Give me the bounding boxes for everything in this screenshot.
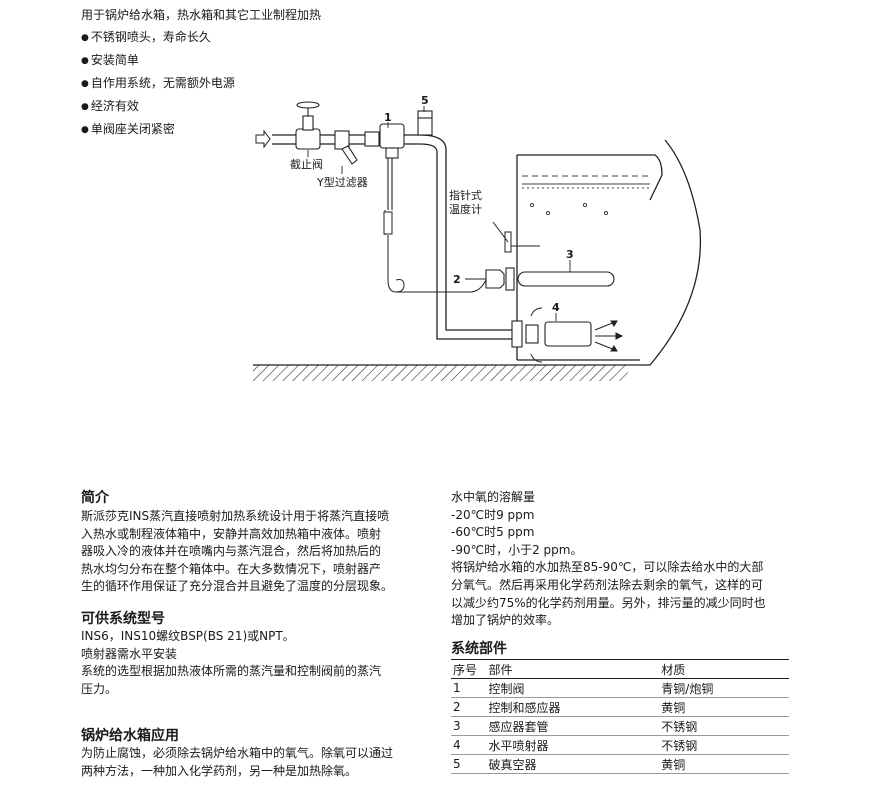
oxygen-line: 以减少约75%的化学药剂用量。另外，排污量的减少同时也 — [451, 595, 766, 610]
label-strainer: Y型过滤器 — [316, 175, 368, 189]
models-heading: 可供系统型号 — [81, 611, 165, 627]
oxygen-line: -60℃时5 ppm — [451, 525, 535, 540]
callout-3: 3 — [566, 248, 574, 261]
oxygen-line: 增加了锅炉的效率。 — [451, 613, 560, 628]
oxygen-line: -90℃时，小于2 ppm。 — [451, 542, 583, 557]
column-header-part: 部件 — [486, 659, 660, 679]
cell-part: 控制阀 — [486, 678, 660, 698]
control-valve — [364, 123, 405, 210]
callout-2: 2 — [453, 273, 461, 286]
injector — [511, 320, 592, 348]
cell-no: 2 — [451, 697, 487, 717]
cell-no: 1 — [451, 678, 487, 698]
table-row: 1 控制阀 青铜/炮铜 — [451, 678, 789, 698]
cell-material: 不锈钢 — [659, 716, 789, 736]
oxygen-line: 分氧气。然后再采用化学药剂法除去剩余的氧气，这样的可 — [451, 577, 764, 592]
table-row: 2 控制和感应器 黄铜 — [451, 697, 789, 717]
boiler-heading: 锅炉给水箱应用 — [81, 728, 179, 744]
feature-item: 安装简单 — [81, 50, 235, 73]
cell-material: 不锈钢 — [659, 735, 789, 755]
table-row: 4 水平喷射器 不锈钢 — [451, 735, 789, 755]
models-line: 喷射器需水平安装 — [81, 646, 178, 661]
feature-item: 自作用系统，无需额外电源 — [81, 73, 235, 96]
water-surface — [522, 175, 650, 189]
models-body: INS6，INS10螺纹BSP(BS 21)或NPT。 喷射器需水平安装 系统的… — [81, 628, 426, 698]
oxygen-line: 水中氧的溶解量 — [451, 490, 536, 504]
overview-heading: 简介 — [81, 490, 109, 506]
cell-material: 黄铜 — [659, 697, 789, 717]
floor-hatch — [253, 365, 628, 381]
overview-body: 斯派莎克INS蒸汽直接喷射加热系统设计用于将蒸汽直接喷 入热水或制程液体箱中，安… — [81, 508, 426, 596]
models-line: INS6，INS10螺纹BSP(BS 21)或NPT。 — [81, 629, 295, 643]
overview-line: 生的循环作用保证了充分混合并且避免了温度的分层现象。 — [81, 579, 394, 594]
system-diagram: 截止阀 Y型过滤器 指针式 温度计 1 5 2 3 4 — [253, 94, 702, 381]
cell-part: 感应器套管 — [486, 716, 660, 736]
feature-item: 不锈钢喷头，寿命长久 — [81, 27, 235, 50]
callout-1: 1 — [384, 111, 392, 124]
cell-part: 水平喷射器 — [486, 735, 660, 755]
table-row: 5 破真空器 黄铜 — [451, 754, 789, 774]
sensor-assembly — [485, 267, 615, 291]
table-header-row: 序号 部件 材质 — [451, 659, 789, 679]
leader-lines — [307, 106, 571, 321]
overview-line: 入热水或制程液体箱中，安静并高效加热箱中液体。喷射 — [81, 526, 382, 541]
components-table: 序号 部件 材质 1 控制阀 青铜/炮铜 2 控制和感应器 黄铜 3 感应器套管… — [451, 659, 789, 774]
overview-line: 斯派莎克INS蒸汽直接喷射加热系统设计用于将蒸汽直接喷 — [81, 509, 390, 523]
vacuum-breaker — [417, 110, 433, 136]
oxygen-body: 水中氧的溶解量 -20℃时9 ppm -60℃时5 ppm -90℃时，小于2 … — [451, 489, 796, 630]
cell-material: 黄铜 — [659, 754, 789, 774]
callout-5: 5 — [421, 94, 429, 107]
column-header-no: 序号 — [451, 659, 487, 679]
feature-list: 不锈钢喷头，寿命长久 安装简单 自作用系统，无需额外电源 经济有效 单阀座关闭紧… — [81, 27, 235, 142]
cell-no: 3 — [451, 716, 487, 736]
models-line: 系统的选型根据加热液体所需的蒸汽量和控制阀前的蒸汽 — [81, 664, 382, 679]
boiler-body: 为防止腐蚀，必须除去锅炉给水箱中的氧气。除氧可以通过 两种方法，一种加入化学药剂… — [81, 745, 426, 780]
overview-line: 器吸入冷的液体并在喷嘴内与蒸汽混合，然后将加热后的 — [81, 544, 382, 559]
boiler-line: 为防止腐蚀，必须除去锅炉给水箱中的氧气。除氧可以通过 — [81, 746, 394, 760]
cell-no: 5 — [451, 754, 487, 774]
label-valve: 截止阀 — [290, 157, 323, 171]
bubbles — [529, 202, 609, 216]
capillary — [384, 210, 487, 293]
flow-arrows — [530, 307, 624, 363]
boiler-line: 两种方法，一种加入化学药剂，另一种是加热除氧。 — [81, 763, 358, 778]
stop-valve — [295, 101, 321, 150]
label-thermometer-2: 温度计 — [449, 202, 482, 216]
feature-item: 单阀座关闭紧密 — [81, 119, 235, 142]
components-heading: 系统部件 — [451, 641, 507, 657]
thermometer — [492, 221, 540, 253]
column-header-material: 材质 — [659, 659, 789, 679]
oxygen-line: -20℃时9 ppm — [451, 507, 535, 522]
cell-no: 4 — [451, 735, 487, 755]
inlet-arrow — [255, 129, 271, 149]
models-line: 压力。 — [81, 681, 118, 696]
cell-part: 控制和感应器 — [486, 697, 660, 717]
y-strainer — [334, 130, 358, 165]
overview-line: 热水均匀分布在整个箱体中。在大多数情况下，喷射器产 — [81, 561, 382, 576]
oxygen-line: 将锅炉给水箱的水加热至85-90℃，可以除去给水中的大部 — [451, 560, 764, 575]
feature-item: 经济有效 — [81, 96, 235, 119]
label-thermometer-1: 指针式 — [449, 188, 482, 202]
table-row: 3 感应器套管 不锈钢 — [451, 716, 789, 736]
cell-part: 破真空器 — [486, 754, 660, 774]
intro-line: 用于锅炉给水箱，热水箱和其它工业制程加热 — [81, 8, 322, 22]
cell-material: 青铜/炮铜 — [659, 678, 789, 698]
callout-4: 4 — [552, 301, 560, 314]
